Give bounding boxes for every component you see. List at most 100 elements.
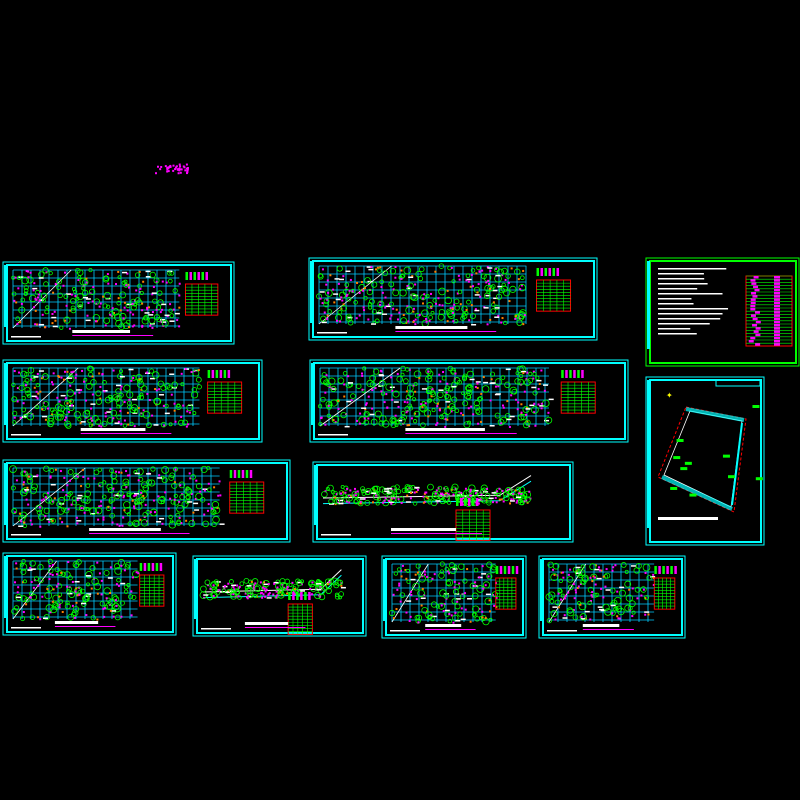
label-mark — [316, 588, 322, 591]
tree-symbol — [63, 294, 69, 300]
drawing-sheet-4[interactable] — [2, 359, 263, 443]
shrub-symbol — [253, 588, 256, 591]
shrub-symbol — [142, 409, 145, 412]
label-mark — [158, 394, 164, 396]
tree-symbol — [173, 493, 178, 498]
shrub-symbol — [479, 420, 482, 423]
shrub-symbol — [392, 593, 395, 596]
label-mark — [485, 593, 491, 596]
tree-symbol — [443, 592, 450, 599]
label-mark — [119, 375, 125, 378]
label-mark — [644, 611, 650, 613]
tree-symbol — [344, 282, 350, 288]
shrub-symbol — [139, 518, 142, 521]
tree-symbol — [376, 497, 381, 502]
tree-symbol — [460, 315, 466, 321]
drawing-sheet-1[interactable] — [2, 261, 235, 345]
shrub-symbol — [652, 583, 655, 586]
tree-symbol — [504, 487, 513, 495]
shrub-symbol — [167, 507, 170, 510]
shrub-symbol — [392, 617, 395, 620]
tree-symbol — [389, 268, 397, 275]
tree-symbol — [132, 570, 140, 578]
annotation-mark — [156, 165, 159, 168]
shrub-symbol — [391, 398, 394, 401]
shrub-symbol — [592, 575, 595, 578]
shrub-symbol — [137, 407, 140, 410]
shrub-symbol — [612, 566, 615, 569]
label-mark — [370, 323, 376, 325]
shrub-symbol — [135, 571, 138, 574]
shrub-symbol — [15, 562, 18, 565]
sheet-outer-frame — [2, 459, 291, 543]
shrub-symbol — [90, 417, 93, 420]
shrub-symbol — [489, 270, 492, 273]
drawing-sheet-6[interactable]: ✦ — [645, 376, 765, 546]
shrub-symbol — [19, 321, 22, 324]
annotation-mark — [178, 169, 181, 172]
annotation-mark — [179, 171, 182, 174]
tree-symbol — [20, 595, 28, 602]
tree-symbol — [331, 495, 337, 501]
shrub-symbol — [267, 593, 270, 596]
shrub-symbol — [232, 586, 235, 589]
tree-symbol — [82, 410, 91, 418]
tree-symbol — [49, 499, 55, 505]
tree-symbol — [452, 588, 459, 595]
tree-symbol — [117, 490, 124, 497]
shrub-symbol — [51, 563, 54, 566]
shrub-symbol — [70, 503, 73, 506]
shrub-symbol — [145, 371, 148, 374]
shrub-symbol — [589, 618, 592, 621]
label-mark — [21, 416, 27, 418]
tree-symbol — [472, 605, 480, 613]
tree-symbol — [532, 371, 537, 377]
tree-symbol — [327, 309, 332, 314]
drawing-sheet-10[interactable] — [192, 555, 367, 637]
tree-symbol — [372, 485, 381, 494]
drawing-sheet-9[interactable] — [2, 552, 177, 636]
label-mark — [85, 319, 91, 322]
shrub-symbol — [131, 499, 134, 502]
label-mark — [86, 593, 92, 595]
drawing-sheet-7[interactable] — [2, 459, 291, 543]
tree-symbol — [41, 298, 46, 303]
tree-symbol — [56, 501, 62, 508]
legend-swatch — [658, 566, 661, 574]
shrub-symbol — [65, 494, 68, 497]
shrub-symbol — [138, 378, 141, 381]
shrub-symbol — [90, 587, 93, 590]
table-cell — [754, 311, 760, 314]
drawing-sheet-12[interactable] — [538, 555, 686, 639]
shrub-symbol — [71, 580, 74, 583]
tree-symbol — [172, 288, 178, 294]
tree-symbol — [57, 570, 64, 577]
shrub-symbol — [126, 309, 129, 312]
shrub-symbol — [520, 403, 523, 406]
tree-symbol — [592, 592, 598, 598]
shrub-symbol — [652, 573, 655, 576]
shrub-symbol — [115, 604, 118, 607]
drawing-sheet-3[interactable] — [645, 257, 800, 367]
shrub-symbol — [358, 422, 361, 425]
tree-symbol — [122, 478, 130, 486]
shrub-symbol — [436, 422, 439, 425]
shrub-symbol — [218, 480, 221, 483]
shrub-symbol — [345, 500, 348, 503]
plant-label — [670, 486, 678, 490]
shrub-symbol — [99, 385, 102, 388]
drawing-sheet-11[interactable] — [381, 555, 527, 639]
shrub-symbol — [217, 584, 220, 587]
tree-symbol — [454, 491, 462, 498]
tree-symbol — [85, 571, 93, 579]
drawing-sheet-5[interactable] — [309, 359, 629, 443]
shrub-symbol — [188, 411, 191, 414]
shrub-symbol — [39, 525, 42, 528]
shrub-symbol — [451, 306, 454, 309]
drawing-sheet-8[interactable] — [312, 461, 574, 543]
shrub-symbol — [343, 383, 346, 386]
label-mark — [67, 592, 73, 595]
drawing-sheet-2[interactable] — [308, 257, 598, 341]
tree-symbol — [178, 419, 185, 426]
